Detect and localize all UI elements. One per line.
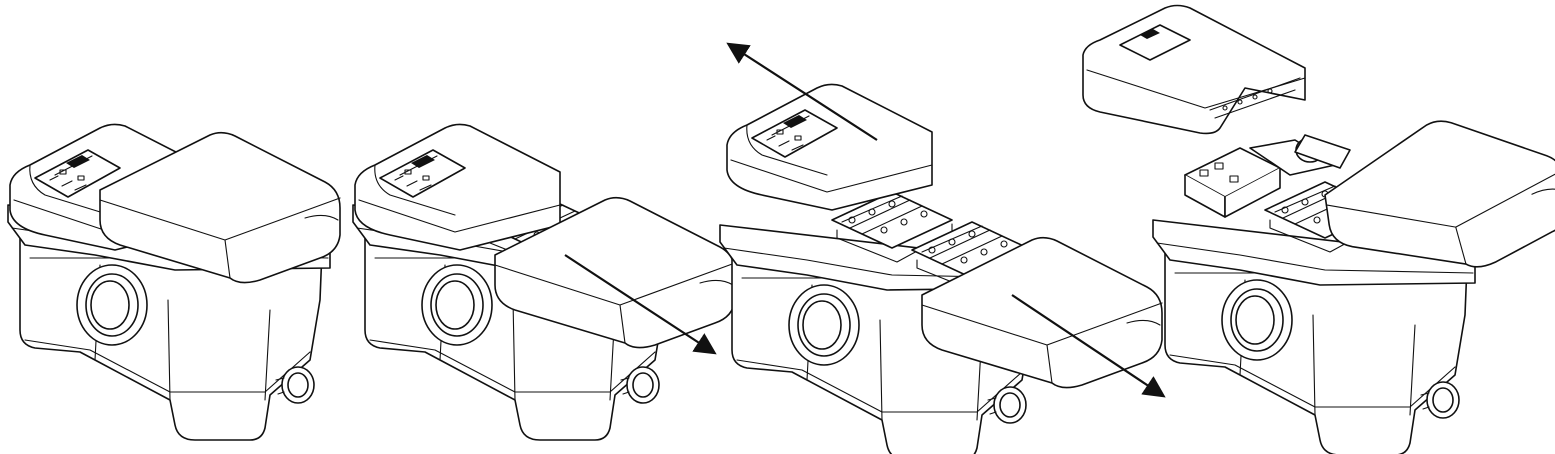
rear-cover xyxy=(726,83,933,211)
motor xyxy=(1249,134,1351,176)
step-3-covers-separate xyxy=(719,42,1166,454)
rear-cover-removed xyxy=(1082,4,1306,135)
step-1-assembled xyxy=(7,123,341,441)
lift-arrow-up-left xyxy=(726,42,878,141)
step-2-front-cover-slide xyxy=(352,123,736,441)
step-4-covers-removed xyxy=(1082,4,1555,454)
slide-arrow-down-right xyxy=(1011,294,1166,398)
slide-arrow-down-right xyxy=(564,254,717,355)
